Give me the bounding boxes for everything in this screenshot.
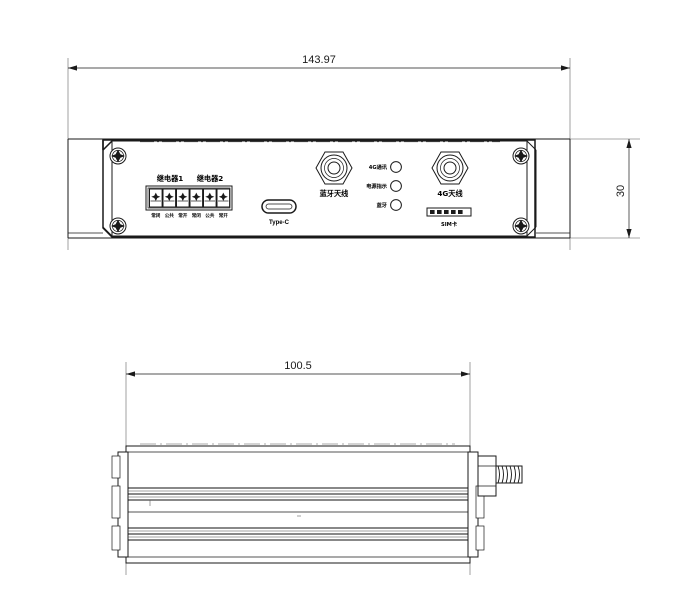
led-indicator-bluetooth-label: 蓝牙 [377,201,387,209]
panel-screw-top-left [109,147,127,165]
dimension-side-width-text: 100.5 [284,360,312,372]
fourg-antenna-connector: 4G天线 [431,151,469,198]
heatsink-fins-upper [128,487,468,501]
relay-terminal-block: 继电器1 继电器2 常闭 公共 常开 常闭 公共 常开 [145,174,233,219]
front-panel-outline [67,138,571,239]
terminal-pin-label-2: 公共 [165,212,175,219]
terminal-pin-label-1: 常闭 [151,212,161,219]
led-indicator-bluetooth: 蓝牙 [377,199,402,211]
side-profile-body [111,443,485,564]
led-indicator-4g: 4G通讯 [369,161,402,173]
bluetooth-antenna-label: 蓝牙天线 [320,189,350,198]
panel-screw-top-right [512,147,530,165]
terminal-pin-label-3: 常开 [178,212,188,219]
led-indicator-power: 电源指示 [366,180,402,192]
side-antenna-connector [477,455,523,497]
terminal-pin-label-5: 公共 [205,212,215,219]
sim-card-label: SIM卡 [441,220,458,228]
dimension-front-height-text: 30 [615,185,627,197]
relay-group-2-label: 继电器2 [197,174,224,183]
terminal-cells [149,188,231,208]
terminal-pin-label-6: 常开 [219,212,229,219]
led-indicator-power-label: 电源指示 [366,182,387,190]
led-indicator-4g-label: 4G通讯 [369,163,388,171]
dimension-front-width-text: 143.97 [302,54,336,66]
bluetooth-antenna-connector: 蓝牙天线 [315,151,353,198]
panel-screw-bottom-right [512,217,530,235]
type-c-label: Type-C [269,220,290,226]
sim-card-slot: SIM卡 [426,207,472,228]
dimension-front-height: 30 [520,138,640,239]
panel-screw-bottom-left [109,217,127,235]
relay-group-1-label: 继电器1 [157,174,184,183]
terminal-screws [150,192,229,202]
terminal-pin-label-4: 常闭 [192,212,202,219]
fourg-antenna-label: 4G天线 [437,189,463,198]
heatsink-fins-lower [128,527,468,541]
type-c-connector: Type-C [261,199,297,226]
dimension-front-width: 143.97 [67,54,571,250]
